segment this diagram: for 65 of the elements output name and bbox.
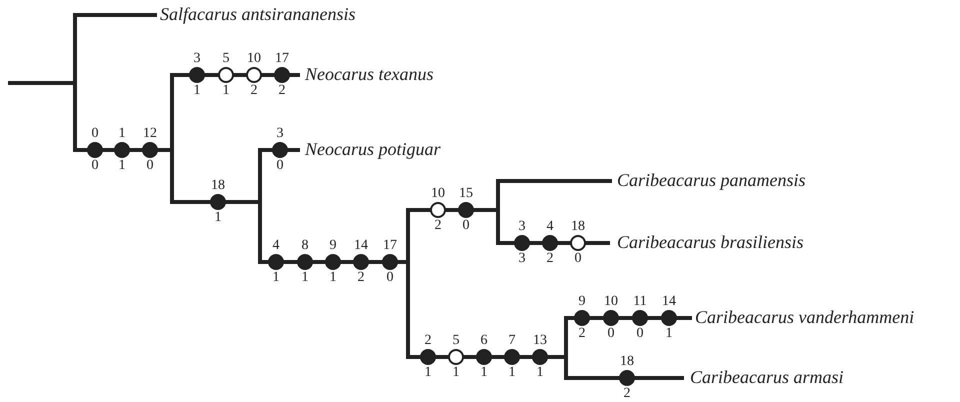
- character-state: 0: [462, 219, 470, 233]
- character-state: 0: [386, 271, 394, 285]
- taxon-name: Caribeacarus armasi: [690, 367, 844, 387]
- character-number: 9: [330, 239, 336, 253]
- character-number: 8: [302, 239, 308, 253]
- character-number: 4: [272, 239, 280, 253]
- character-number: 18: [211, 179, 225, 193]
- character-state: 0: [146, 159, 154, 173]
- taxon-name: Caribeacarus brasiliensis: [617, 232, 804, 252]
- character-state: 0: [276, 159, 284, 173]
- taxon-name: Caribeacarus vanderhammeni: [695, 307, 914, 327]
- character-number: 5: [452, 334, 460, 348]
- character-number: 10: [604, 295, 618, 309]
- character-state: 1: [194, 84, 200, 98]
- character-number: 0: [92, 127, 98, 141]
- character-state: 1: [272, 271, 280, 285]
- taxon-name: Neocarus potiguar: [305, 139, 441, 159]
- character-number: 6: [480, 334, 488, 348]
- character-state: 2: [358, 271, 364, 285]
- character-state: 1: [480, 366, 488, 380]
- character-state: 0: [92, 159, 98, 173]
- character-state: 0: [636, 327, 644, 341]
- character-state: 1: [222, 84, 230, 98]
- character-state: 1: [508, 366, 516, 380]
- character-number: 11: [633, 295, 647, 309]
- taxon-name: Caribeacarus panamensis: [617, 170, 806, 190]
- character-state: 1: [118, 159, 126, 173]
- character-state: 0: [574, 252, 582, 266]
- character-number: 1: [118, 127, 126, 141]
- character-number: 18: [620, 355, 634, 369]
- character-state: 1: [214, 211, 222, 225]
- character-state: 2: [278, 84, 286, 98]
- character-state: 1: [666, 327, 672, 341]
- character-state: 1: [424, 366, 432, 380]
- character-state: 2: [250, 84, 258, 98]
- character-number: 17: [275, 52, 289, 66]
- character-state: 1: [330, 271, 336, 285]
- character-number: 7: [508, 334, 516, 348]
- taxon-name: Salfacarus antsirananensis: [160, 4, 356, 24]
- character-number: 3: [194, 52, 200, 66]
- character-number: 9: [578, 295, 586, 309]
- character-state: 2: [434, 219, 442, 233]
- character-number: 3: [276, 127, 284, 141]
- character-number: 13: [533, 334, 547, 348]
- character-number: 2: [424, 334, 432, 348]
- character-state: 3: [518, 252, 526, 266]
- character-number: 4: [546, 220, 554, 234]
- character-number: 17: [383, 239, 397, 253]
- character-state: 2: [546, 252, 554, 266]
- character-state: 2: [624, 387, 630, 401]
- character-number: 14: [662, 295, 676, 309]
- character-number: 14: [354, 239, 368, 253]
- taxon-name: Neocarus texanus: [305, 64, 434, 84]
- character-state: 1: [302, 271, 308, 285]
- character-state: 2: [578, 327, 586, 341]
- character-number: 15: [459, 187, 473, 201]
- character-number: 5: [222, 52, 230, 66]
- character-number: 10: [431, 187, 445, 201]
- character-number: 3: [518, 220, 526, 234]
- character-number: 10: [247, 52, 261, 66]
- character-state: 0: [608, 327, 614, 341]
- character-number: 12: [143, 127, 157, 141]
- character-number: 18: [571, 220, 585, 234]
- character-state: 1: [536, 366, 544, 380]
- character-state: 1: [452, 366, 460, 380]
